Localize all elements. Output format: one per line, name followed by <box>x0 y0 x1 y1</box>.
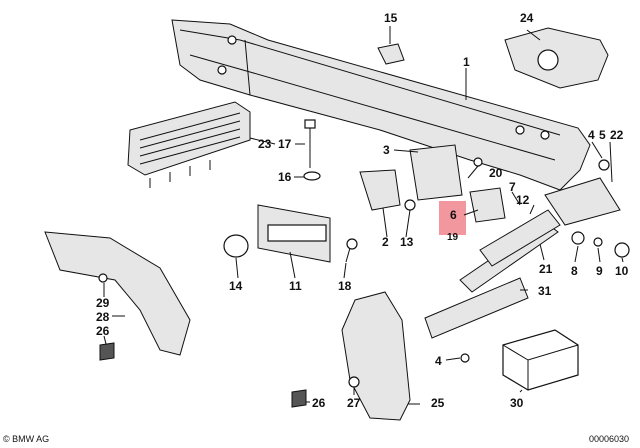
part-label-6: 6 <box>450 208 457 222</box>
part-label-20: 20 <box>489 166 503 180</box>
part-label-12: 12 <box>516 193 530 207</box>
moulding-part <box>424 277 529 339</box>
part-label-4-bottom: 4 <box>435 354 442 368</box>
part-label-23: 23 <box>258 137 272 151</box>
clip-part <box>291 389 307 408</box>
part-label-4-top: 4 <box>588 128 595 142</box>
part-label-30: 30 <box>510 396 524 410</box>
cover-part <box>479 209 561 267</box>
grille-part <box>127 101 251 188</box>
part-label-25: 25 <box>431 396 445 410</box>
part-label-14: 14 <box>229 279 243 293</box>
part-label-18: 18 <box>338 279 352 293</box>
part-label-22: 22 <box>610 128 624 142</box>
diagram-code: 00006030 <box>589 434 630 444</box>
part-label-1: 1 <box>463 55 470 69</box>
part-label-31: 31 <box>538 284 552 298</box>
bracket-6-part <box>469 187 506 223</box>
bolt-part <box>303 119 321 181</box>
part-label-10: 10 <box>615 264 629 278</box>
end-cap-part <box>544 177 621 226</box>
nut-part <box>348 376 360 388</box>
mudflap-part <box>341 291 411 421</box>
part-label-27: 27 <box>347 396 361 410</box>
leader-lines <box>103 26 624 405</box>
part-label-24: 24 <box>520 11 534 25</box>
highlight-box-part-6 <box>439 201 466 235</box>
part-label-29: 29 <box>96 296 110 310</box>
grommet-parts <box>571 159 630 258</box>
mount-bracket-part <box>359 144 483 211</box>
part-label-2: 2 <box>382 235 389 249</box>
screw-part <box>345 238 358 263</box>
part-label-3: 3 <box>383 143 390 157</box>
part-label-8: 8 <box>571 264 578 278</box>
part-label-16: 16 <box>278 170 292 184</box>
screw-part <box>460 353 470 363</box>
clip-part <box>99 342 115 361</box>
part-label-21: 21 <box>539 262 553 276</box>
part-label-15: 15 <box>384 11 398 25</box>
part-label-28: 28 <box>96 310 110 324</box>
part-label-17: 17 <box>278 137 292 151</box>
clip-part <box>377 43 405 65</box>
brand-copyright: © BMW AG <box>3 434 50 444</box>
part-label-5: 5 <box>599 128 606 142</box>
bracket-part <box>504 27 609 89</box>
side-panel-part <box>44 231 191 356</box>
part-label-7: 7 <box>509 180 516 194</box>
package-part <box>502 329 579 391</box>
bumper-carrier-part <box>171 19 591 191</box>
impact-absorber-part <box>223 204 331 263</box>
part-label-19: 19 <box>447 232 459 243</box>
part-label-9: 9 <box>596 264 603 278</box>
fastener-part <box>98 273 108 283</box>
part-label-26-bottom: 26 <box>312 396 326 410</box>
part-label-13: 13 <box>400 235 414 249</box>
part-label-11: 11 <box>289 279 302 293</box>
part-label-26-left: 26 <box>96 324 110 338</box>
